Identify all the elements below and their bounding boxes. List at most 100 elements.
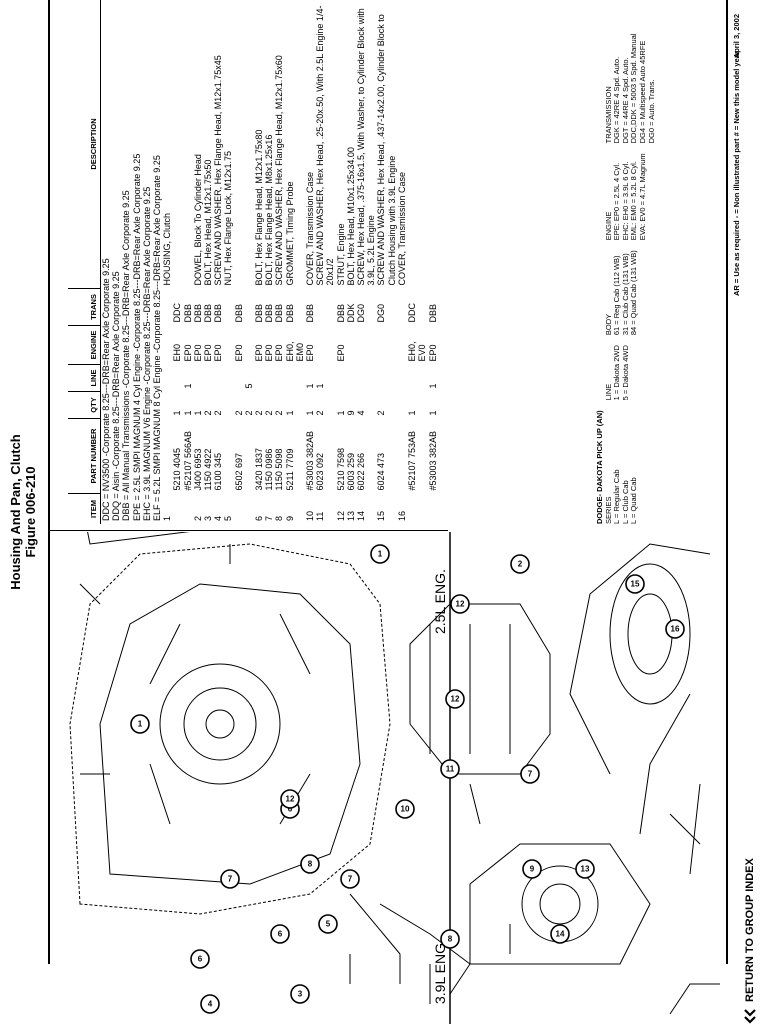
cell-engine (356, 326, 376, 365)
cell-engine (346, 326, 356, 365)
callout-7: 7 (220, 869, 240, 889)
callout-number: 16 (671, 625, 680, 634)
figure-number: Figure 006-210 (23, 466, 38, 558)
cell-trans: DDK (345, 303, 356, 323)
table-note-row: ELF = 5.2L SMPI MAGNUM 8 Cyl Engine -Cor… (152, 0, 162, 524)
cell-qty: 1 (427, 410, 438, 416)
cell-trans (397, 289, 407, 326)
table-row: EV0 (417, 0, 427, 524)
cell-desc: BOLT, Hex Head, M10x1.25x34.00 (345, 147, 356, 286)
legend-series: DODGE- DAKOTA PICK UP (AN) SERIES L = Re… (595, 410, 656, 524)
callout-9: 9 (522, 859, 542, 879)
cell-engine: EH0, (284, 341, 295, 362)
label-3-9l-engine: 3.9L ENG. (432, 939, 448, 1004)
return-link-label: RETURN TO GROUP INDEX (744, 858, 756, 1002)
col-engine: ENGINE (68, 325, 101, 365)
cell-qty: 4 (356, 410, 367, 416)
callout-6: 6 (190, 949, 210, 969)
cell-trans (162, 289, 172, 326)
callout-number: 1 (378, 550, 383, 559)
cell-line: 1 (182, 383, 193, 389)
cell-line: 5 (243, 383, 254, 389)
cell-engine: EP0 (427, 344, 438, 362)
callout-number: 2 (518, 560, 523, 569)
page-title-text: Housing And Pan, Clutch (8, 434, 23, 590)
cell-trans: DBB (254, 303, 265, 323)
cell-part: #52107 753AB (407, 430, 418, 491)
page-title: Housing And Pan, Clutch Figure 006-210 (8, 0, 38, 1024)
callout-13: 13 (575, 859, 595, 879)
cell-part (397, 419, 407, 494)
cell-desc: GROMMET, Timing Probe (284, 181, 295, 286)
callout-15: 15 (625, 574, 645, 594)
cell-item: 16 (396, 510, 407, 521)
cell-qty: 2 (376, 410, 387, 416)
cell-qty: 2 (315, 410, 326, 416)
cell-desc: SCREW AND WASHER, Hex Head, .25-20x.50, … (315, 5, 336, 286)
cell-engine: EP0 (192, 344, 203, 362)
cell-qty: 1 (407, 410, 418, 416)
cell-trans: DDC (172, 303, 183, 323)
callout-number: 12 (286, 795, 295, 804)
cell-engine (162, 326, 172, 365)
cell-qty: 2 (274, 410, 285, 416)
footer-date: April 3, 2002 (732, 14, 741, 59)
cell-line (285, 365, 295, 392)
cell-desc (417, 0, 427, 289)
cell-line (223, 365, 233, 392)
callout-number: 10 (401, 805, 410, 814)
col-qty: QTY (68, 391, 101, 419)
cell-desc: NUT, Hex Flange Lock, M12x1.75 (223, 150, 234, 286)
cell-desc (234, 0, 244, 289)
cell-item (295, 494, 305, 525)
cell-desc: COVER, Transmission Case (396, 171, 407, 286)
cell-engine (397, 326, 407, 365)
table-note: EHC = 3.9L MAGNUM V6 Engine -Corporate 8… (141, 186, 152, 521)
callout-5: 5 (318, 914, 338, 934)
cell-qty (417, 392, 427, 419)
cell-line (417, 365, 427, 392)
cell-desc: STRUT, Engine (335, 223, 346, 286)
cell-engine: EH0, (407, 341, 418, 362)
table-note-row: EPE = 2.5L SMPI MAGNUM 4 Cyl Engine -Cor… (132, 0, 142, 524)
cell-item: 11 (315, 511, 326, 521)
callout-number: 13 (581, 865, 590, 874)
callout-2: 2 (510, 554, 530, 574)
cell-line (397, 365, 407, 392)
cell-part: #52107 566AB (182, 430, 193, 491)
cell-part: J400 6953 (192, 448, 203, 491)
callout-6: 6 (270, 924, 290, 944)
callout-number: 7 (348, 875, 353, 884)
cell-engine: EM0 (294, 342, 305, 362)
cell-item: 7 (264, 515, 275, 521)
cell-item: 14 (356, 510, 367, 521)
double-chevron-left-icon (744, 1009, 756, 1024)
cell-engine: EP0 (274, 344, 285, 362)
legend-engine: ENGINE EPE: EP0 = 2.5L 4 Cyl. EHC: EH0 =… (596, 153, 656, 240)
cell-line (356, 365, 376, 392)
cell-trans: DBB (305, 303, 316, 323)
cell-trans: DBB (274, 303, 285, 323)
table-row: EM0 (295, 0, 305, 524)
cell-item: 5 (223, 515, 234, 521)
cell-line (407, 365, 417, 392)
cell-desc (428, 0, 438, 289)
cell-qty (397, 392, 407, 419)
cell-desc: SCREW AND WASHER, Hex Head, .437-14x2.00… (376, 14, 397, 286)
return-to-group-index-link[interactable]: RETURN TO GROUP INDEX (739, 784, 761, 1024)
callout-number: 11 (446, 765, 455, 774)
cell-line (274, 365, 284, 392)
cell-qty: 2 (243, 410, 254, 416)
cell-part: 1150 0986 (264, 448, 275, 491)
